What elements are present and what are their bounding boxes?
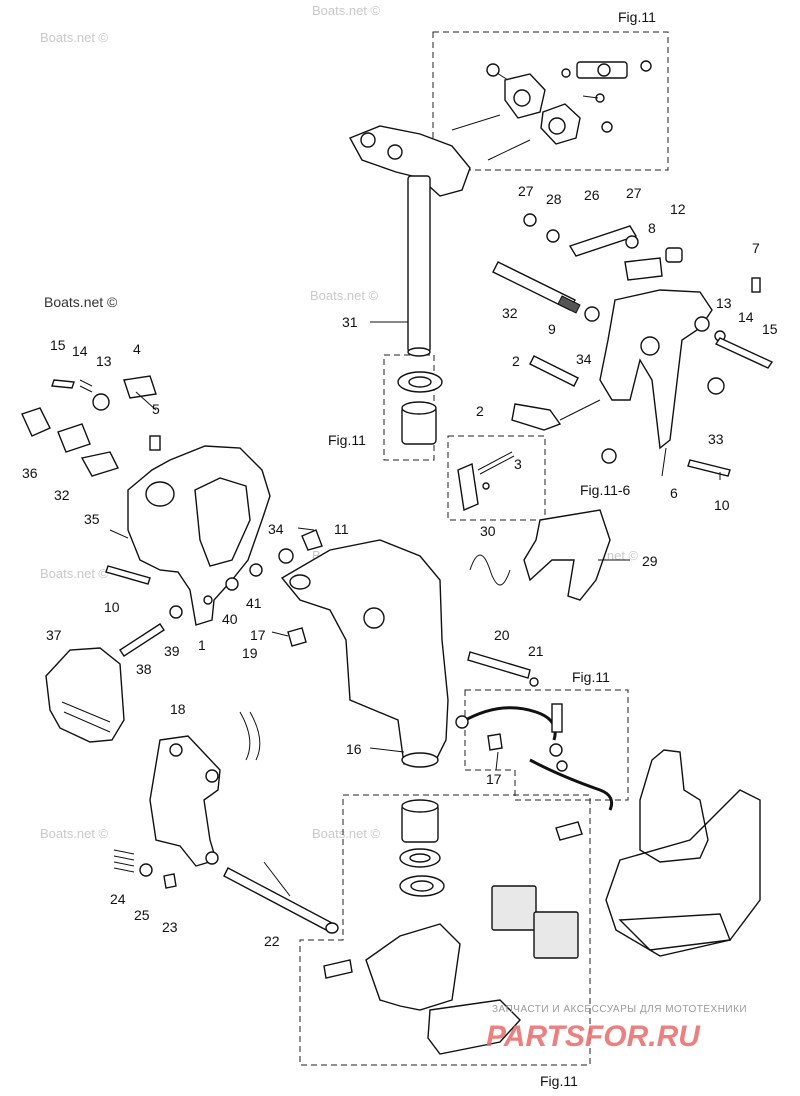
callout: 33 bbox=[708, 431, 724, 447]
callout: 10 bbox=[714, 497, 730, 513]
callout: 39 bbox=[164, 643, 180, 659]
lower-bushing-set bbox=[399, 799, 445, 897]
callout: 2 bbox=[512, 353, 520, 369]
callout: 30 bbox=[480, 523, 496, 539]
callout: 26 bbox=[584, 187, 600, 203]
callout: 38 bbox=[136, 661, 152, 677]
callout: 34 bbox=[268, 521, 284, 537]
callout: 27 bbox=[626, 185, 642, 201]
swivel-bracket-16 bbox=[280, 539, 449, 768]
callout: 8 bbox=[648, 220, 656, 236]
figure-references: Fig.11 Fig.11 Fig.11-6 Fig.11 Fig.11 bbox=[328, 9, 656, 1089]
top-fitting-assembly bbox=[451, 60, 652, 161]
callout: 4 bbox=[133, 341, 141, 357]
callout: 11 bbox=[334, 521, 349, 537]
callout: 32 bbox=[502, 305, 518, 321]
callout: 2 bbox=[476, 403, 484, 419]
pin-22 bbox=[223, 867, 339, 934]
callout: 19 bbox=[242, 645, 258, 661]
tilt-arm-6 bbox=[599, 277, 774, 477]
pin-32 bbox=[492, 261, 600, 322]
fig-ref-mid-right: Fig.11-6 bbox=[580, 482, 631, 498]
callout: 5 bbox=[152, 401, 160, 417]
watermark: Boats.net © bbox=[310, 288, 379, 303]
callout: 36 bbox=[22, 465, 38, 481]
callout: 17 bbox=[486, 771, 502, 787]
lower-group-box bbox=[299, 794, 591, 1066]
callout: 40 bbox=[222, 611, 238, 627]
rod-9-lever-2 bbox=[511, 355, 601, 431]
spring-set bbox=[457, 451, 515, 512]
callout: 20 bbox=[494, 627, 510, 643]
steering-bracket-31 bbox=[349, 125, 471, 357]
callout-numbers: 1 2 2 3 4 5 6 7 8 9 10 10 11 12 13 13 14… bbox=[22, 183, 778, 949]
brand-watermark: ЗАПЧАСТИ И АКСЕССУАРЫ ДЛЯ МОТОТЕХНИКИ PA… bbox=[486, 1004, 747, 1053]
callout: 25 bbox=[134, 907, 150, 923]
callout: 18 bbox=[170, 701, 186, 717]
callout: 29 bbox=[642, 553, 658, 569]
brand-logo: PARTSFOR.RU bbox=[486, 1020, 701, 1053]
watermark: Boats.net © bbox=[40, 826, 109, 841]
spring-24-washer-25-clip-23 bbox=[113, 849, 177, 889]
callout: 17 bbox=[250, 627, 266, 643]
callout: 6 bbox=[670, 485, 678, 501]
callout: 15 bbox=[50, 337, 66, 353]
tilt-lever-parts bbox=[523, 213, 683, 281]
callout: 13 bbox=[96, 353, 112, 369]
callout: 27 bbox=[518, 183, 534, 199]
callout: 14 bbox=[738, 309, 754, 325]
fig-ref-top: Fig.11 bbox=[618, 9, 656, 25]
callout: 12 bbox=[670, 201, 686, 217]
bushing-set bbox=[397, 371, 443, 445]
callout: 14 bbox=[72, 343, 88, 359]
callout: 37 bbox=[46, 627, 62, 643]
callout: 28 bbox=[546, 191, 562, 207]
top-group-box bbox=[432, 31, 669, 171]
callout: 22 bbox=[264, 933, 280, 949]
hose-assembly bbox=[455, 703, 614, 841]
watermark-layer: Boats.net © Boats.net © Boats.net © Boat… bbox=[40, 3, 639, 841]
fig-ref-bottom: Fig.11 bbox=[540, 1073, 578, 1089]
brand-tagline: ЗАПЧАСТИ И АКСЕССУАРЫ ДЛЯ МОТОТЕХНИКИ bbox=[492, 1004, 747, 1015]
callout: 10 bbox=[104, 599, 120, 615]
watermark: Boats.net © bbox=[40, 30, 109, 45]
watermark: Boats.net © bbox=[312, 3, 381, 18]
fig-ref-mid-left: Fig.11 bbox=[328, 432, 366, 448]
pin-20-and-clips bbox=[467, 509, 611, 687]
lower-clamp-assembly bbox=[323, 885, 579, 1055]
callout: 31 bbox=[342, 314, 358, 330]
watermark: Boats.net © bbox=[40, 566, 109, 581]
callout: 41 bbox=[246, 595, 262, 611]
callout: 1 bbox=[198, 637, 206, 653]
callout: 9 bbox=[548, 321, 556, 337]
callout: 32 bbox=[54, 487, 70, 503]
callout: 35 bbox=[84, 511, 100, 527]
tilt-handle-37 bbox=[45, 647, 125, 743]
callout: 16 bbox=[346, 741, 362, 757]
callout: 24 bbox=[110, 891, 126, 907]
hose-group-box bbox=[464, 689, 629, 801]
callout: 23 bbox=[162, 919, 178, 935]
outboard-motor-outline bbox=[605, 749, 761, 957]
left-small-parts bbox=[21, 375, 161, 477]
fig-ref-hose: Fig.11 bbox=[572, 669, 610, 685]
leader-lines bbox=[109, 321, 721, 897]
bolts-and-washers bbox=[105, 529, 323, 657]
watermark-dark: Boats.net © bbox=[44, 294, 118, 310]
callout: 7 bbox=[752, 240, 760, 256]
callout: 3 bbox=[514, 456, 522, 472]
clamp-bracket-18 bbox=[149, 711, 261, 867]
clamp-bracket-1 bbox=[127, 445, 271, 626]
watermark: Boats.net © bbox=[312, 826, 381, 841]
callout: 13 bbox=[716, 295, 732, 311]
callout: 15 bbox=[762, 321, 778, 337]
callout: 21 bbox=[528, 643, 544, 659]
callout: 34 bbox=[576, 351, 592, 367]
